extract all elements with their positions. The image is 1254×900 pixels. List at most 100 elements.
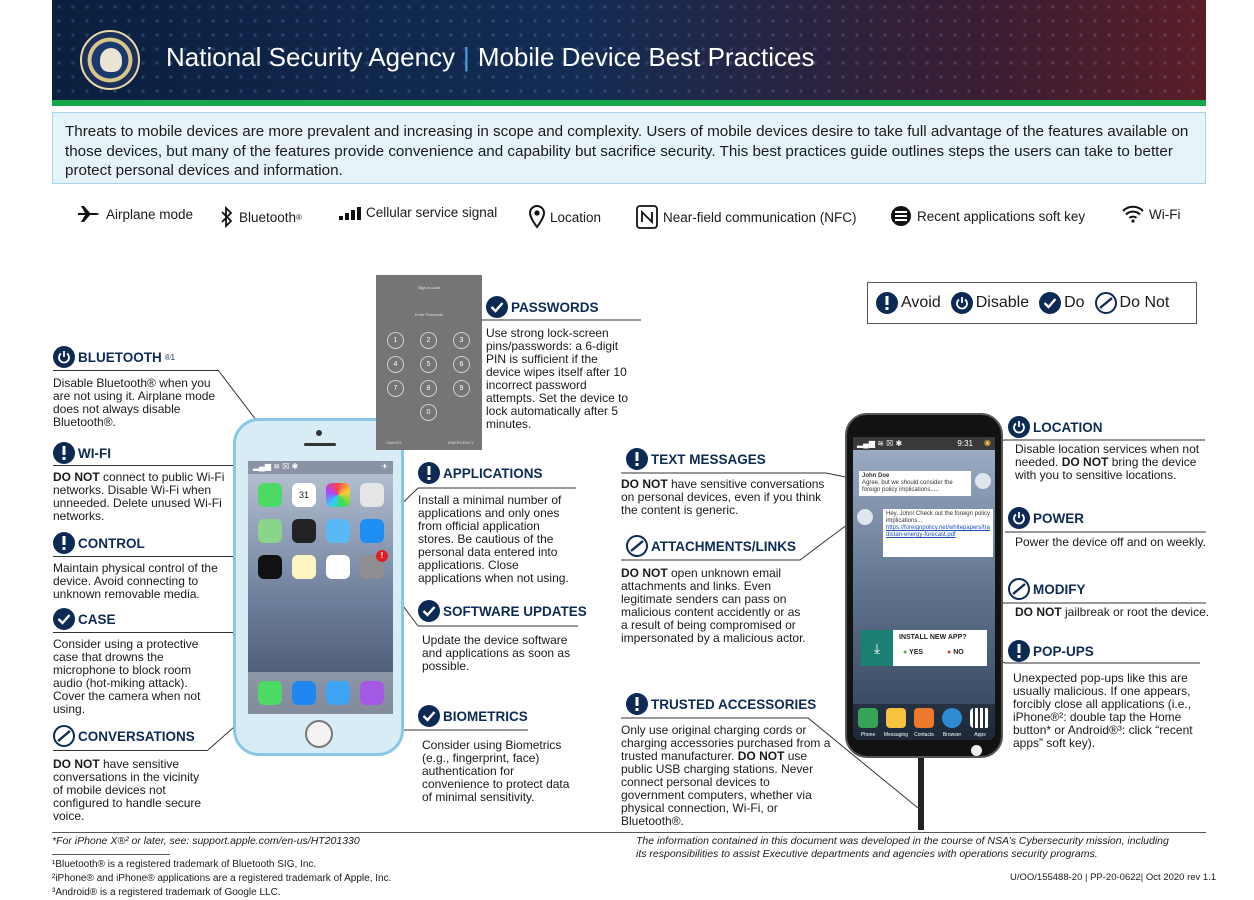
messages-app-icon xyxy=(258,483,282,507)
legend-cellular-label: Cellular service signal xyxy=(366,205,498,220)
texts-bold: DO NOT xyxy=(621,477,668,491)
phone-app-icon xyxy=(858,708,878,728)
section-control-title: CONTROL xyxy=(53,532,145,554)
avatar xyxy=(975,473,991,489)
section-accessories-title: TRUSTED ACCESSORIES xyxy=(626,693,816,715)
key-donot-label: Do Not xyxy=(1119,294,1170,311)
location-bold: DO NOT xyxy=(1061,455,1109,469)
legend-recent-label: Recent applications soft key xyxy=(917,208,1086,224)
android-clock: 9:31 xyxy=(957,439,973,448)
section-modify-title: MODIFY xyxy=(1008,578,1086,600)
android-status-bar: ▂▄▆ ≋ ☒ ✱ 9:31 ◉ xyxy=(853,437,995,450)
legend-nfc: Near-field communication (NFC) xyxy=(636,205,857,229)
section-biometrics-text: Consider using Biometrics (e.g., fingerp… xyxy=(422,738,570,804)
accessories-body-1: Only use original charging cords or char… xyxy=(621,723,831,763)
exclamation-circle-icon xyxy=(626,693,648,715)
mail-app-icon xyxy=(326,681,350,705)
recent-apps-icon xyxy=(971,745,982,756)
update-badge: ! xyxy=(376,550,388,562)
location-body-2: bring the device with you to sensitive l… xyxy=(1015,455,1197,482)
passcode-screen: Sign In Lock Enter Passcode 1 2 3 4 5 6 … xyxy=(376,275,482,450)
legend-airplane-label: Airplane mode xyxy=(106,206,194,222)
suspicious-link[interactable]: https://foreignpolicy.net/whitepapers/tr… xyxy=(886,525,990,538)
popup-yes-label: YES xyxy=(909,649,924,656)
safari-app-icon xyxy=(292,681,316,705)
symbol-key: Avoid Disable Do Do Not xyxy=(867,282,1197,324)
keypad-key: 0 xyxy=(420,404,437,421)
keypad-key: 2 xyxy=(420,332,437,349)
keypad-key: 9 xyxy=(453,380,470,397)
key-avoid-label: Avoid xyxy=(901,294,941,311)
keypad-key: 7 xyxy=(387,380,404,397)
legend-airplane: Airplane mode xyxy=(77,205,193,223)
checkmark-circle-icon xyxy=(486,296,508,318)
exclamation-circle-icon xyxy=(418,462,440,484)
org-name: National Security Agency xyxy=(166,42,456,72)
attachments-heading: ATTACHMENTS/LINKS xyxy=(651,538,796,554)
footer-divider xyxy=(52,832,1206,833)
prohibited-icon xyxy=(626,535,648,557)
message-text: Agree, but we should consider the foreig… xyxy=(862,480,953,493)
checkmark-circle-icon xyxy=(418,600,440,622)
nsa-seal-logo xyxy=(80,30,140,90)
section-conversations-title: CONVERSATIONS xyxy=(53,725,195,747)
accessories-heading: TRUSTED ACCESSORIES xyxy=(651,696,817,712)
divider xyxy=(53,370,218,371)
phone-app-icon xyxy=(258,681,282,705)
modify-heading: MODIFY xyxy=(1033,581,1086,597)
conversations-bold: DO NOT xyxy=(53,757,100,771)
disclaimer: The information contained in this docume… xyxy=(636,835,1169,860)
legend-recent-apps: Recent applications soft key xyxy=(890,205,1085,227)
modify-bold: DO NOT xyxy=(1015,605,1062,619)
incoming-message: John Doe Agree, but we should consider t… xyxy=(859,471,971,496)
power-icon xyxy=(53,346,75,368)
trademark-android: ³Android® is a registered trademark of G… xyxy=(52,887,281,898)
section-case-title: CASE xyxy=(53,608,116,630)
footnote-text: *For iPhone X®² or later, see: support.a… xyxy=(52,835,360,847)
key-do: Do xyxy=(1039,292,1085,314)
key-avoid: Avoid xyxy=(876,292,941,314)
sender-name: John Doe xyxy=(862,473,890,479)
section-software-title: SOFTWARE UPDATES xyxy=(418,600,587,622)
accessories-body-2: use public USB charging stations. Never … xyxy=(621,749,814,828)
power-icon xyxy=(1008,507,1030,529)
section-passwords-text: Use strong lock-screen pins/passwords: a… xyxy=(486,326,629,431)
legend-location-label: Location xyxy=(550,209,602,225)
doc-title: Mobile Device Best Practices xyxy=(477,42,815,72)
section-control-text: Maintain physical control of the device.… xyxy=(53,561,218,601)
exclamation-circle-icon xyxy=(876,292,898,314)
section-case-text: Consider using a protective case that dr… xyxy=(53,637,201,716)
popup-no-button[interactable]: ● NO xyxy=(947,649,964,656)
passcode-title: Sign In Lock xyxy=(417,285,440,290)
recent-apps-icon xyxy=(891,206,911,226)
dock-label: Phone xyxy=(860,732,876,738)
trademark-bluetooth: ¹Bluetooth® is a registered trademark of… xyxy=(52,859,317,870)
checkmark-circle-icon xyxy=(418,705,440,727)
footnote-iphone-x: *For iPhone X®² or later, see: support.a… xyxy=(52,835,360,847)
section-wifi-text: DO NOT connect to public Wi-Fi networks.… xyxy=(53,471,225,523)
legend-cellular: Cellular service signal xyxy=(339,205,497,220)
legend-location: Location xyxy=(529,205,601,229)
weather-app-icon xyxy=(326,519,350,543)
popup-no-label: NO xyxy=(953,649,964,656)
section-conversations-text: DO NOT have sensitive conversations in t… xyxy=(53,758,203,823)
popup-yes-button[interactable]: ● YES xyxy=(903,649,924,656)
bluetooth-icon xyxy=(221,205,233,229)
software-heading: SOFTWARE UPDATES xyxy=(443,603,587,619)
header-banner: National Security Agency|Mobile Device B… xyxy=(52,0,1206,106)
section-attachments-title: ATTACHMENTS/LINKS xyxy=(626,535,796,557)
section-modify-text: DO NOT jailbreak or root the device. xyxy=(1015,606,1210,619)
biometrics-heading: BIOMETRICS xyxy=(443,708,528,724)
keypad-key: 1 xyxy=(387,332,404,349)
conversations-body: have sensitive conversations in the vici… xyxy=(53,757,202,823)
section-location-text: Disable location services when not neede… xyxy=(1015,443,1200,482)
divider xyxy=(53,632,233,633)
fingerprint-home-button xyxy=(305,720,333,748)
passcode-emergency: EMERGENCY xyxy=(448,440,474,445)
wifi-heading: WI-FI xyxy=(78,445,111,461)
download-icon: ⤓ xyxy=(861,630,893,666)
popup-title: INSTALL NEW APP? xyxy=(899,634,967,641)
section-applications-text: Install a minimal number of applications… xyxy=(418,493,569,585)
iphone-illustration: ▂▄▆ ≋ ☒ ✱ ✈ 31 ! xyxy=(233,418,404,756)
passcode-prompt: Enter Passcode xyxy=(414,312,444,317)
